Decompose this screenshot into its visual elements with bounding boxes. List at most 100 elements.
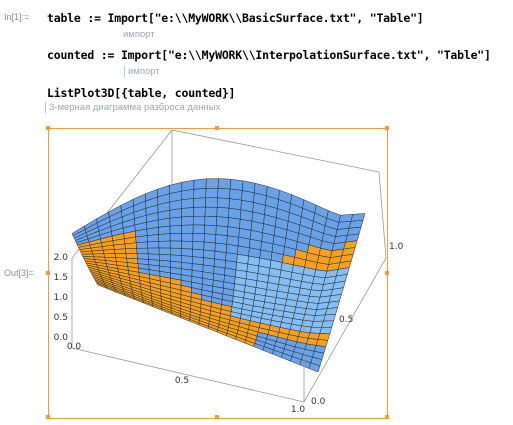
surface-cell	[169, 208, 182, 219]
frame-handle-tr[interactable]	[385, 126, 389, 130]
surface-cell	[181, 248, 193, 257]
surface-cell	[205, 178, 219, 189]
frame-handle-bl[interactable]	[46, 415, 50, 419]
surface-cell	[158, 233, 171, 242]
surface-cell	[323, 313, 336, 322]
frame-handle-tm[interactable]	[215, 126, 219, 130]
surface-cell	[147, 241, 160, 249]
surface-cell	[102, 249, 116, 255]
hint-import-2: импорт	[124, 66, 160, 77]
surface-cell	[135, 241, 149, 249]
surface-cell	[308, 362, 321, 373]
surface-cell	[192, 233, 205, 243]
surface-cell	[204, 224, 217, 235]
z-tick-label: 0.5	[54, 313, 68, 323]
z-tick-label: 0.0	[54, 333, 69, 343]
hint-import-1: импорт	[123, 29, 155, 40]
surface-cell	[124, 242, 137, 250]
surface-cell	[214, 242, 228, 253]
z-tick-label: 2.0	[54, 253, 69, 263]
surface-cell	[181, 198, 194, 209]
frame-handle-tl[interactable]	[46, 126, 50, 130]
surface-cell	[181, 224, 194, 234]
surface-cell	[181, 189, 195, 201]
surface-mesh	[71, 178, 366, 373]
surface-cell	[321, 320, 335, 328]
surface-cell	[216, 197, 230, 209]
surface-cell	[228, 207, 242, 220]
y-tick-label: 1.0	[389, 242, 404, 252]
surface-cell	[147, 247, 160, 255]
frame-handle-br[interactable]	[385, 415, 389, 419]
surface-cell	[309, 289, 323, 298]
surface-cell	[169, 216, 182, 227]
surface-cell	[80, 250, 94, 255]
surface-cell	[136, 247, 149, 255]
surface-cell	[229, 188, 243, 201]
frame-handle-mr[interactable]	[385, 271, 389, 275]
surface-cell	[216, 216, 229, 228]
surface-cell	[181, 233, 194, 242]
surface-cell	[307, 295, 321, 304]
z-tick-label: 1.5	[54, 273, 68, 283]
plot-box-front	[71, 171, 387, 403]
surface-cell	[324, 307, 338, 316]
surface-cell	[192, 224, 205, 234]
code-line-import-table[interactable]: table := Import["e:\\MyWORK\\BasicSurfac…	[47, 11, 424, 25]
surface-cell	[169, 240, 182, 249]
surface-cell	[136, 253, 149, 260]
surface-cell	[169, 247, 182, 256]
surface-cell	[158, 247, 171, 256]
surface-cell	[229, 178, 244, 191]
surface-cell	[215, 234, 228, 245]
surface-cell	[181, 207, 194, 218]
surface-cell	[215, 225, 229, 236]
surface-cell	[146, 234, 160, 243]
surface-cell	[91, 249, 105, 255]
surface-cell	[217, 187, 231, 199]
y-tick-label: 0.5	[339, 315, 353, 325]
frame-handle-bm[interactable]	[215, 415, 219, 419]
surface-cell	[205, 187, 219, 199]
input-cell-label: In[1]:=	[4, 12, 30, 22]
x-tick-label: 0.5	[175, 376, 189, 386]
code-line-listplot3d[interactable]: ListPlot3D[{table, counted}]	[47, 86, 236, 100]
surface-cell	[192, 248, 205, 258]
y-tick-label: 0.0	[311, 397, 326, 407]
x-tick-label: 0.0	[67, 342, 82, 352]
output-cell-label: Out[3]=	[4, 268, 34, 278]
surface-cell	[125, 248, 138, 254]
frame-handle-ml[interactable]	[46, 271, 50, 275]
z-tick-label: 1.0	[54, 293, 69, 303]
surface-cell	[203, 241, 216, 252]
surface-cell	[204, 206, 218, 217]
surface-cell	[146, 227, 159, 236]
surface-cell	[193, 197, 206, 208]
axis-ticks: 0.0 0.5 1.0 1.5 2.0 0.0 0.5 1.0 1.0 0.5 0.0	[54, 242, 404, 415]
surface-cell	[169, 225, 182, 234]
surface-cell	[216, 207, 230, 218]
surface-cell	[135, 235, 148, 244]
surface-cell	[227, 217, 241, 229]
surface-cell	[217, 178, 231, 190]
surface-cell	[193, 206, 206, 217]
surface-cell	[193, 178, 207, 190]
x-tick-label: 1.0	[291, 405, 306, 415]
surface-cell	[203, 233, 217, 244]
surface-cell	[114, 248, 127, 254]
hint-listplot3d: 3-мерная диаграмма разброса данных	[45, 102, 220, 113]
surface-cell	[157, 217, 171, 228]
surface-cell	[193, 188, 207, 199]
surface-cell	[158, 254, 171, 262]
surface-cell	[169, 233, 182, 242]
surface-cell	[147, 253, 160, 261]
surface-cell	[203, 249, 216, 260]
surface-cell	[192, 215, 206, 226]
surface-cell	[158, 240, 171, 249]
code-line-import-counted[interactable]: counted := Import["e:\\MyWORK\\Interpola…	[47, 48, 491, 62]
surface-cell	[181, 216, 194, 226]
surface-cell	[319, 327, 333, 335]
surface-cell	[192, 241, 205, 251]
surface-cell	[158, 225, 171, 235]
